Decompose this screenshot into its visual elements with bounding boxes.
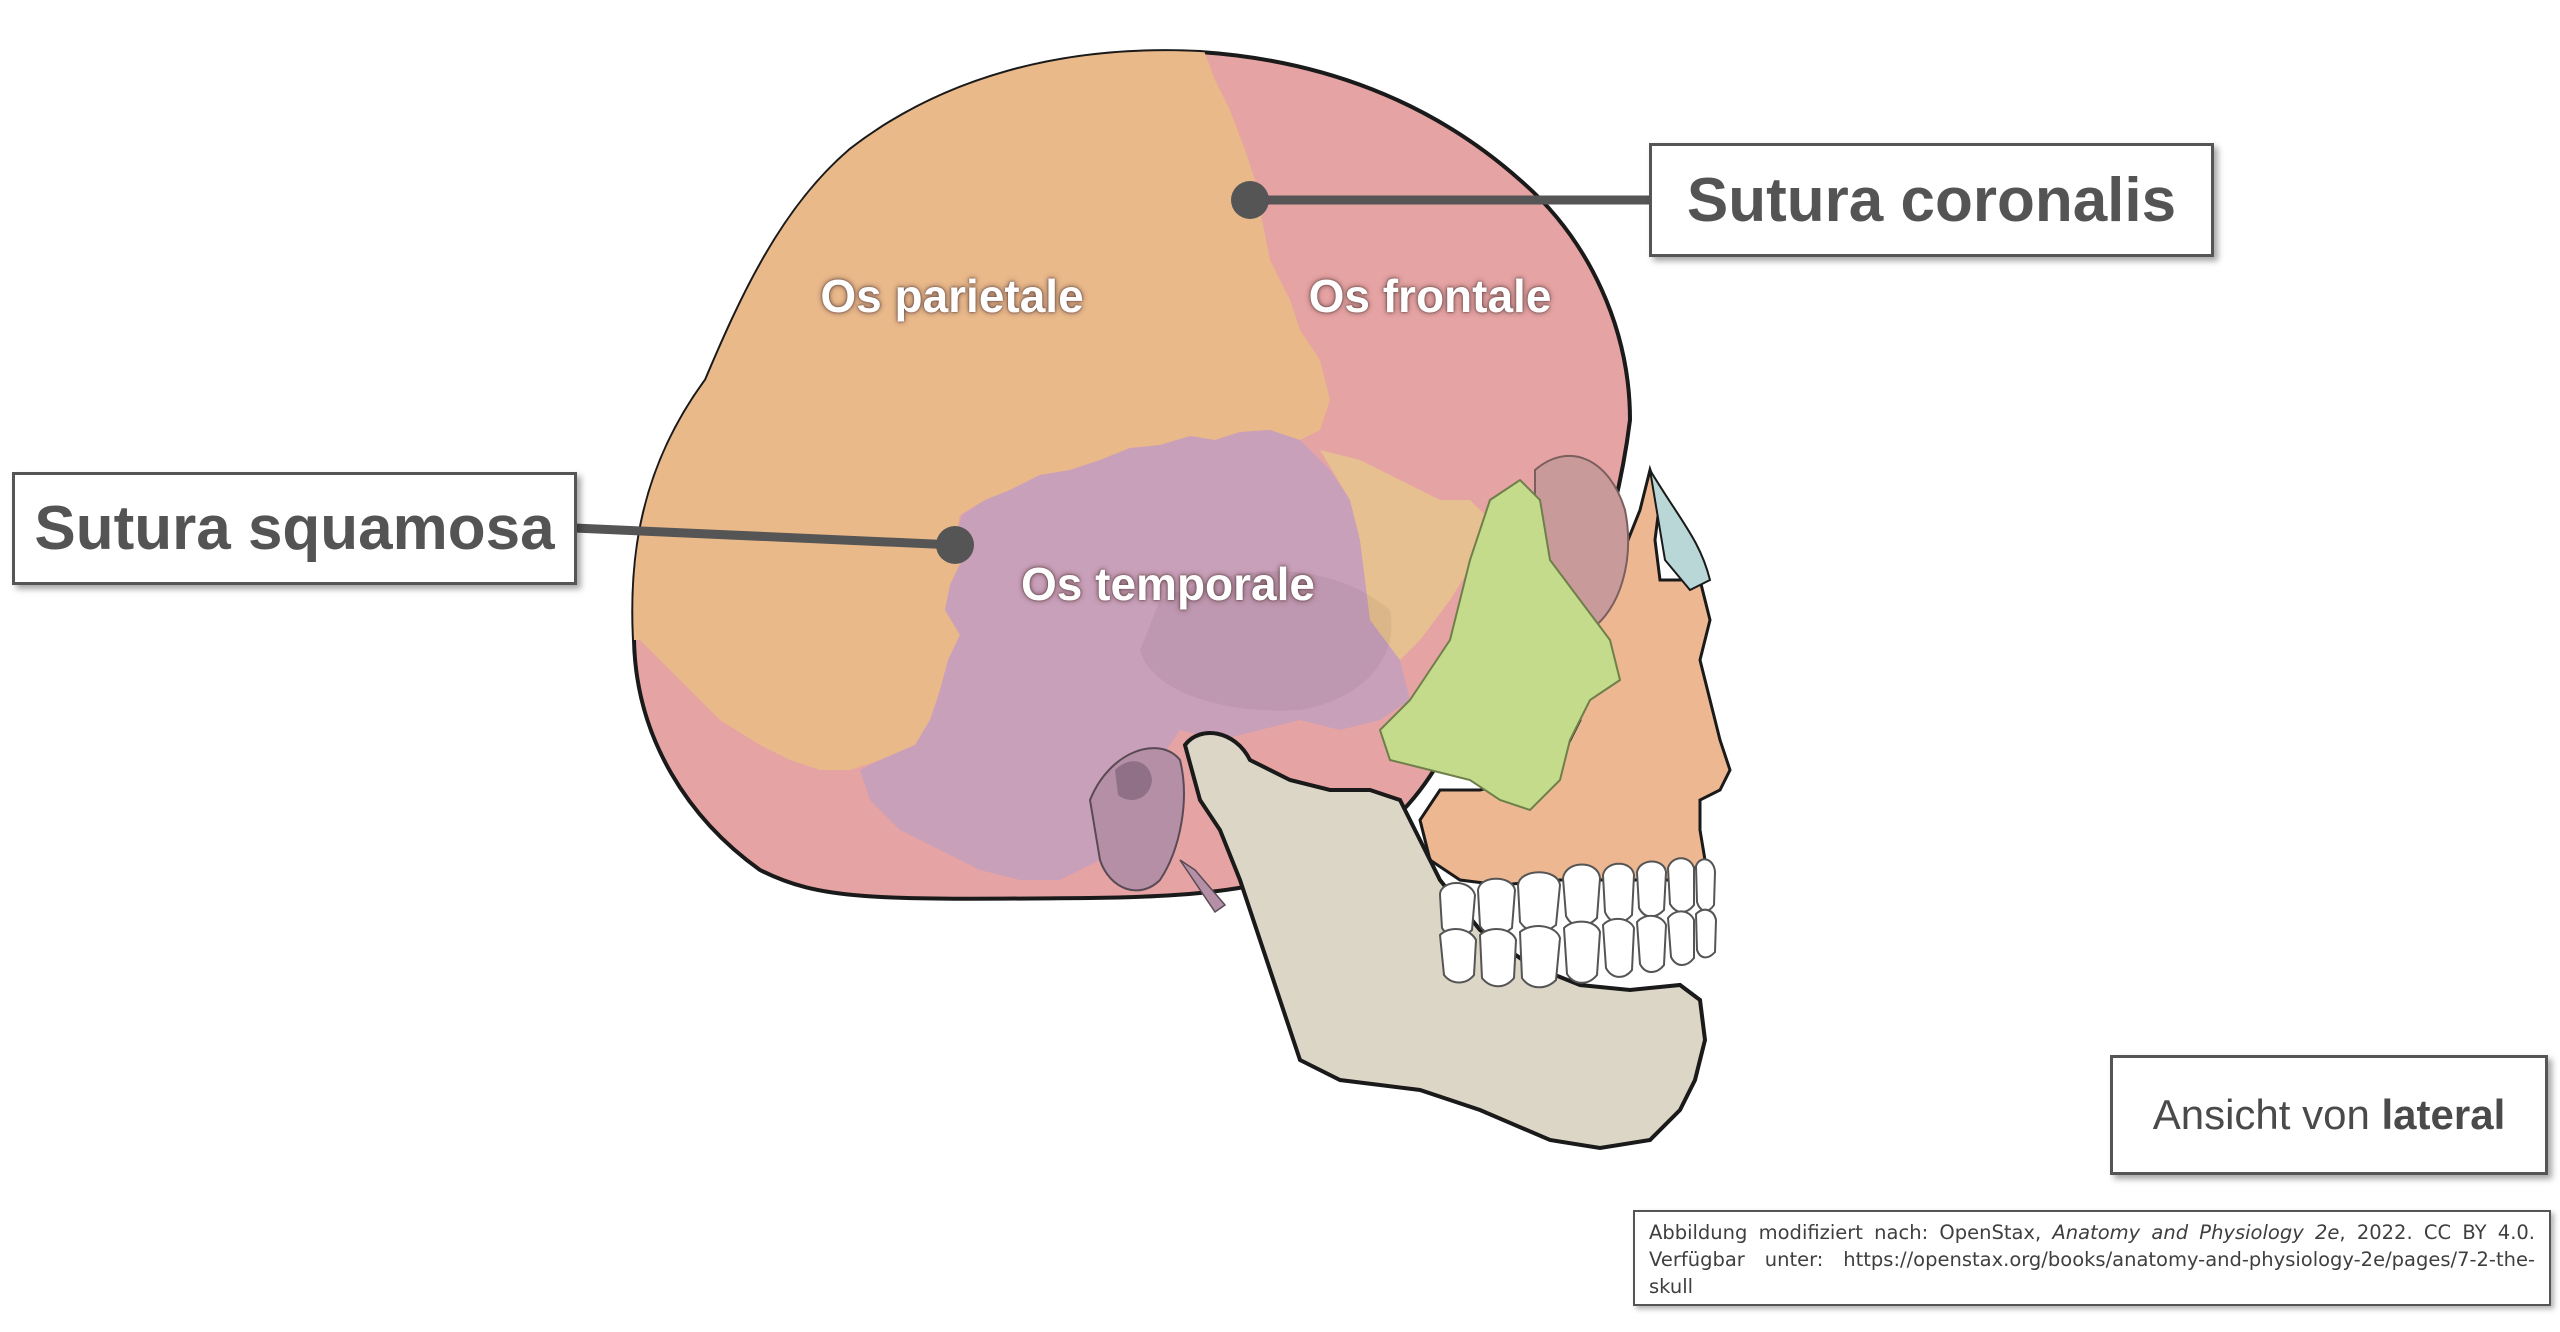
- coronal-suture-marker: [1231, 181, 1269, 219]
- squamous-suture-leader-line: [573, 523, 956, 550]
- credit-text-part2: , 2022. CC BY 4.0. Verfügbar unter: http…: [1649, 1221, 2535, 1298]
- credit-text-part1: Abbildung modifiziert nach: OpenStax,: [1649, 1221, 2053, 1244]
- styloid-process: [1179, 859, 1227, 914]
- label-os-frontale: Os frontale: [1308, 270, 1552, 322]
- upper-tooth: [1666, 857, 1695, 913]
- label-os-parietale: Os parietale: [820, 270, 1084, 322]
- credit-book-title: Anatomy and Physiology 2e: [2052, 1221, 2340, 1244]
- squamous-suture-marker: [936, 526, 974, 564]
- upper-tooth: [1694, 858, 1717, 912]
- upper-tooth: [1635, 860, 1668, 918]
- view-direction: lateral: [2381, 1091, 2506, 1138]
- callout-sutura-coronalis-text: Sutura coronalis: [1686, 165, 2177, 235]
- lower-tooth: [1601, 917, 1636, 978]
- lower-tooth: [1478, 928, 1518, 988]
- nasal-bone: [1649, 469, 1712, 592]
- maxilla: [1418, 464, 1732, 887]
- view-direction-box: Ansicht von lateral: [2110, 1055, 2548, 1175]
- lower-tooth: [1518, 925, 1562, 989]
- upper-tooth: [1516, 871, 1562, 934]
- lower-tooth: [1666, 910, 1695, 966]
- lower-tooth: [1635, 914, 1668, 973]
- lower-tooth: [1562, 920, 1602, 984]
- image-credit: Abbildung modifiziert nach: OpenStax, An…: [1633, 1210, 2551, 1306]
- upper-tooth: [1601, 862, 1636, 924]
- label-os-temporale: Os temporale: [1021, 558, 1315, 610]
- external-acoustic-meatus: [1115, 761, 1152, 800]
- view-prefix: Ansicht von: [2152, 1091, 2382, 1138]
- upper-tooth: [1476, 877, 1517, 936]
- temporal-fossa-shading: [1140, 571, 1392, 711]
- callout-lines: [573, 181, 1652, 564]
- lower-tooth: [1694, 908, 1718, 959]
- temporal-bone: [860, 430, 1410, 880]
- zygomatic-bone: [1378, 478, 1622, 812]
- sphenoid-bone: [1320, 450, 1490, 660]
- lower-tooth: [1438, 928, 1478, 984]
- callout-sutura-coronalis: Sutura coronalis: [1649, 143, 2214, 257]
- upper-tooth: [1561, 863, 1602, 927]
- callout-sutura-squamosa: Sutura squamosa: [12, 472, 577, 585]
- mastoid-process: [1088, 747, 1185, 892]
- callout-sutura-squamosa-text: Sutura squamosa: [34, 494, 555, 563]
- teeth: [1438, 857, 1718, 989]
